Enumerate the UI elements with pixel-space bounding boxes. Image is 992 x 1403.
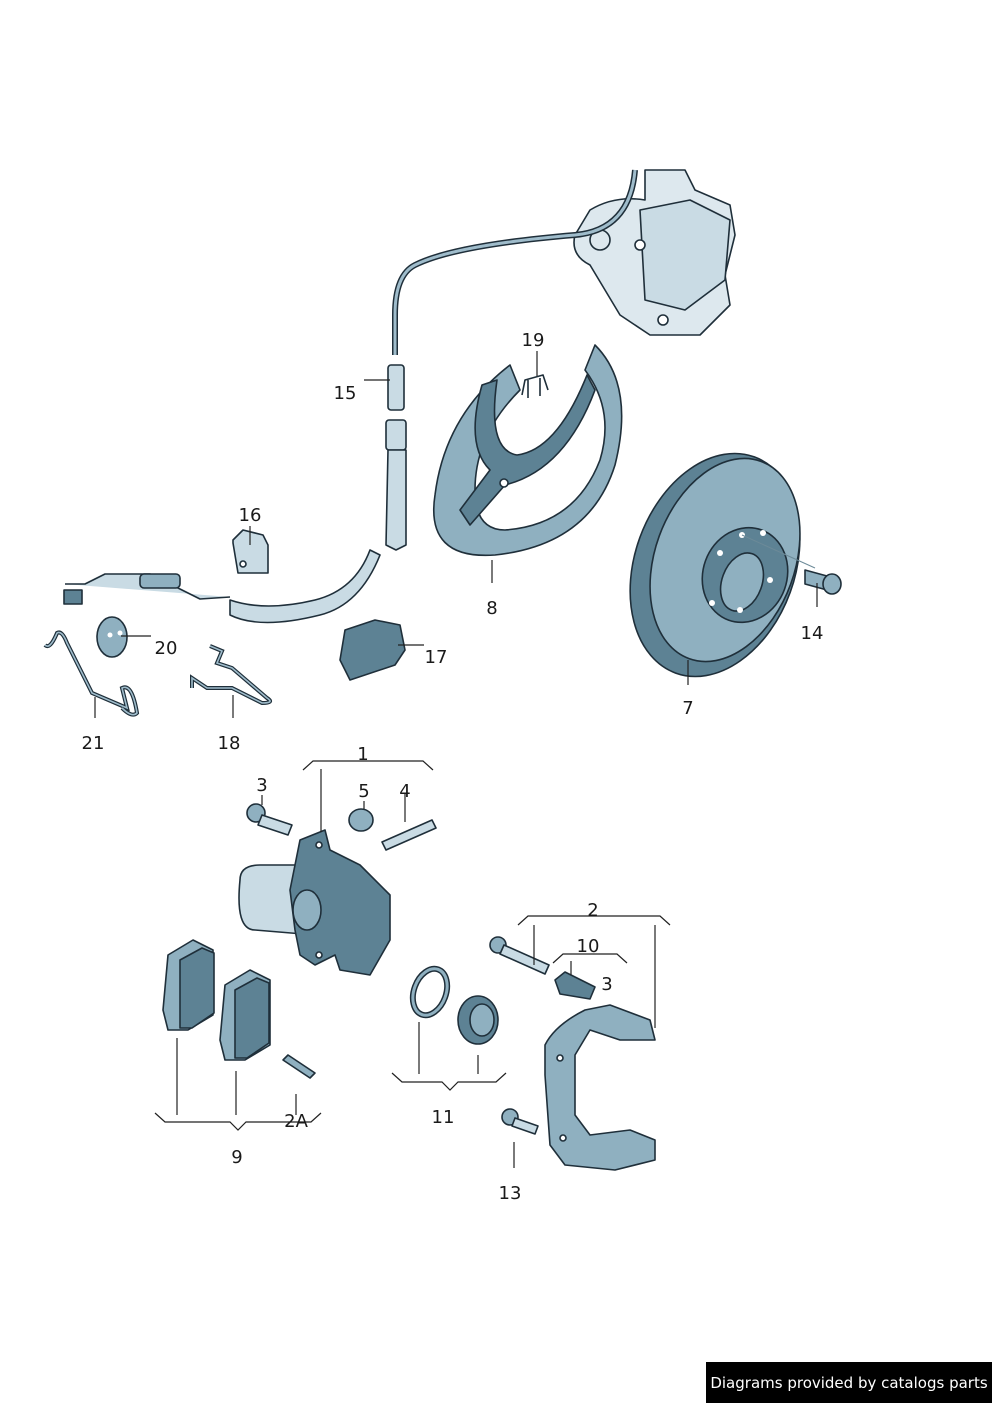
callout-2: 2: [587, 900, 599, 921]
seal-ring[interactable]: [407, 964, 453, 1020]
callout-17: 17: [424, 647, 448, 668]
handbrake-cable[interactable]: [63, 169, 638, 624]
wheel-bearing[interactable]: [457, 995, 499, 1045]
spring-18[interactable]: [190, 644, 273, 706]
bleeder-valve[interactable]: [381, 819, 437, 851]
callout-9: 9: [231, 1147, 243, 1168]
brake-pad-1[interactable]: [162, 939, 215, 1031]
brake-dust-shield[interactable]: [433, 344, 623, 557]
wear-indicator[interactable]: [282, 1054, 316, 1079]
cable-bracket[interactable]: [339, 619, 406, 681]
callout-18: 18: [217, 733, 241, 754]
brake-disc[interactable]: [600, 430, 829, 701]
callout-14: 14: [800, 623, 824, 644]
callout-8: 8: [486, 598, 498, 619]
callout-13: 13: [498, 1183, 522, 1204]
spring-21-inner: [44, 631, 138, 716]
carrier-bolt[interactable]: [501, 1108, 539, 1135]
callout-21: 21: [81, 733, 105, 754]
caliper-carrier[interactable]: [544, 1004, 656, 1171]
caliper-bolt[interactable]: [246, 803, 293, 836]
callout-4: 4: [399, 781, 411, 802]
callout-3-bolt: 3: [256, 775, 268, 796]
callout-16: 16: [238, 505, 262, 526]
callout-1: 1: [357, 744, 369, 765]
callout-2a: 2A: [284, 1111, 308, 1132]
cap-plug[interactable]: [96, 616, 128, 658]
callout-11: 11: [431, 1107, 455, 1128]
callout-7: 7: [682, 698, 694, 719]
leader-lines: [94, 351, 818, 1168]
callout-20: 20: [154, 638, 178, 659]
spring-18-inner: [191, 645, 271, 704]
brake-caliper[interactable]: [238, 829, 391, 976]
callout-10: 10: [576, 936, 600, 957]
cable-holder[interactable]: [232, 529, 269, 574]
retaining-clip[interactable]: [521, 374, 549, 398]
disc-screw[interactable]: [804, 569, 842, 595]
callout-19: 19: [521, 330, 545, 351]
callout-15: 15: [333, 383, 357, 404]
caliper-assembly-top[interactable]: [573, 169, 736, 336]
callout-3-carrier: 3: [601, 974, 613, 995]
attribution-footer: Diagrams provided by catalogs parts: [706, 1362, 992, 1403]
brake-pad-2[interactable]: [219, 969, 271, 1061]
guide-bushing[interactable]: [554, 971, 596, 1000]
attribution-text: Diagrams provided by catalogs parts: [710, 1373, 988, 1392]
callout-5: 5: [358, 781, 370, 802]
guide-bolt[interactable]: [489, 936, 550, 975]
dust-cap[interactable]: [348, 808, 374, 832]
